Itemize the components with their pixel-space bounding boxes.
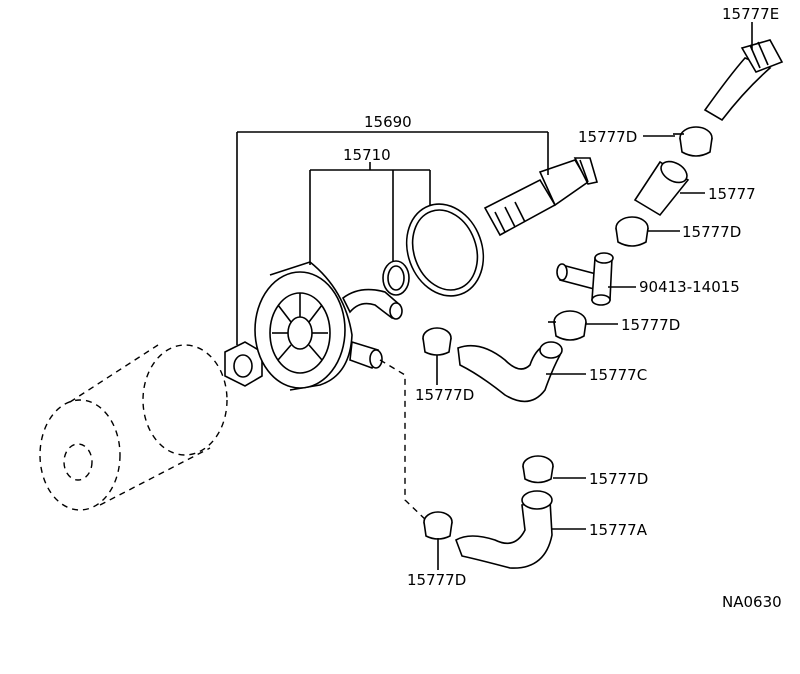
label-15777d-2: 15777D <box>682 223 741 241</box>
label-15777d-top: 15777D <box>578 128 637 146</box>
diagram-code: NA0630 <box>722 593 782 611</box>
clamp-2 <box>615 216 649 247</box>
label-90413-14015: 90413-14015 <box>639 278 740 296</box>
clamp-top <box>673 126 713 157</box>
gasket <box>405 203 485 297</box>
tee-joint <box>556 252 614 306</box>
nut <box>224 341 263 387</box>
label-15777d-lower: 15777D <box>589 470 648 488</box>
connection-dash <box>379 359 429 523</box>
hose-15777 <box>633 160 690 217</box>
union-bolt <box>483 157 599 237</box>
clamp-lower <box>522 455 554 484</box>
label-15777e: 15777E <box>722 5 779 23</box>
clamp-3 <box>548 310 587 341</box>
label-15777: 15777 <box>708 185 756 203</box>
clamp-left <box>422 327 452 356</box>
clamp-bottom <box>423 511 453 540</box>
hose-15777c <box>457 341 563 403</box>
label-15710: 15710 <box>343 146 391 164</box>
label-15777a: 15777A <box>589 521 648 539</box>
label-15777c: 15777C <box>589 366 647 384</box>
hose-15777e <box>703 39 784 122</box>
leader-lines <box>236 22 753 570</box>
label-15777d-left: 15777D <box>415 386 474 404</box>
oil-cooler <box>254 261 403 391</box>
label-15777d-bottom: 15777D <box>407 571 466 589</box>
label-15777d-3: 15777D <box>621 316 680 334</box>
oil-filter <box>39 344 228 511</box>
label-15690: 15690 <box>364 113 412 131</box>
hose-15777a <box>455 490 553 569</box>
